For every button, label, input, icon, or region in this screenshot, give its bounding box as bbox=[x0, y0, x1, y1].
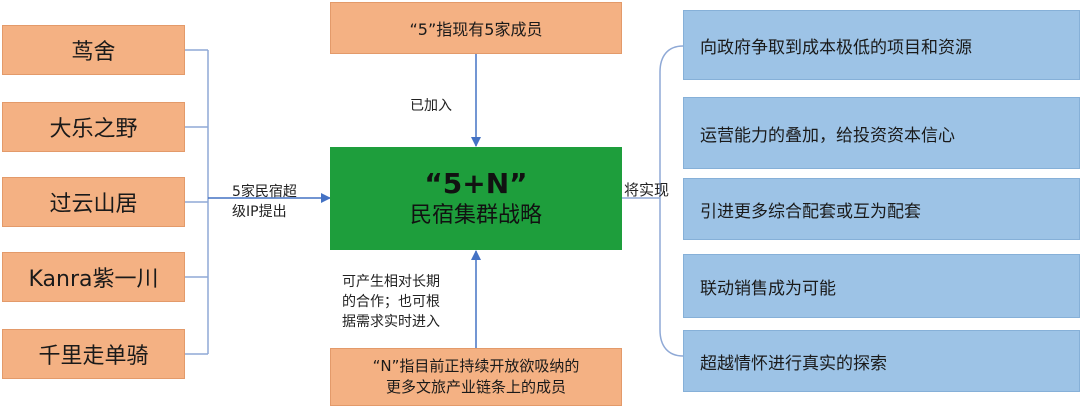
top-box-text: “5”指现有5家成员 bbox=[409, 20, 543, 39]
member-box: 茑舍 bbox=[2, 25, 185, 75]
right-bracket bbox=[659, 45, 684, 357]
outcome-box: 引进更多综合配套或互为配套 bbox=[683, 178, 1080, 240]
bottom-label-line: 据需求实时进入 bbox=[342, 314, 440, 330]
bottom-box-line: “N”指目前正持续开放欲吸纳的 bbox=[372, 357, 580, 375]
bottom-label-line: 可产生相对长期 bbox=[342, 274, 440, 290]
top-arrow-label: 已加入 bbox=[410, 98, 452, 114]
center-strategy-box: “5+N” 民宿集群战略 bbox=[330, 147, 622, 250]
right-arrow-label: 将实现 bbox=[624, 181, 670, 199]
center-subtitle: 民宿集群战略 bbox=[409, 202, 542, 228]
bottom-label-line: 的合作；也可根 bbox=[342, 294, 440, 310]
outcome-text: 超越情怀进行真实的探索 bbox=[700, 353, 887, 374]
left-arrow-label: 5家民宿超 级IP提出 bbox=[232, 182, 297, 222]
outcome-box: 向政府争取到成本极低的项目和资源 bbox=[683, 10, 1080, 80]
member-box: Kanra紫一川 bbox=[2, 252, 185, 302]
outcome-box: 运营能力的叠加，给投资资本信心 bbox=[683, 97, 1080, 169]
bottom-arrow-label: 可产生相对长期 的合作；也可根 据需求实时进入 bbox=[342, 272, 440, 332]
outcome-text: 联动销售成为可能 bbox=[700, 278, 836, 299]
left-label-line: 级IP提出 bbox=[232, 204, 287, 220]
member-name: 大乐之野 bbox=[49, 117, 138, 142]
outcome-box: 超越情怀进行真实的探索 bbox=[683, 330, 1080, 392]
outcome-box: 联动销售成为可能 bbox=[683, 254, 1080, 318]
top-box: “5”指现有5家成员 bbox=[330, 2, 622, 54]
left-bracket bbox=[185, 49, 209, 355]
member-name: 千里走单骑 bbox=[38, 344, 149, 369]
member-name: 过云山居 bbox=[49, 192, 138, 217]
member-name: Kanra紫一川 bbox=[28, 267, 159, 292]
bottom-box-line: 更多文旅产业链条上的成员 bbox=[385, 378, 566, 396]
center-title: “5+N” bbox=[424, 166, 528, 200]
member-box: 大乐之野 bbox=[2, 102, 185, 152]
outcome-text: 向政府争取到成本极低的项目和资源 bbox=[700, 37, 972, 58]
member-box: 千里走单骑 bbox=[2, 329, 185, 379]
left-label-line: 5家民宿超 bbox=[232, 184, 297, 200]
outcome-text: 运营能力的叠加，给投资资本信心 bbox=[700, 125, 955, 146]
member-name: 茑舍 bbox=[71, 40, 116, 65]
member-box: 过云山居 bbox=[2, 177, 185, 227]
bottom-box: “N”指目前正持续开放欲吸纳的 更多文旅产业链条上的成员 bbox=[330, 348, 622, 406]
outcome-text: 引进更多综合配套或互为配套 bbox=[700, 201, 921, 222]
